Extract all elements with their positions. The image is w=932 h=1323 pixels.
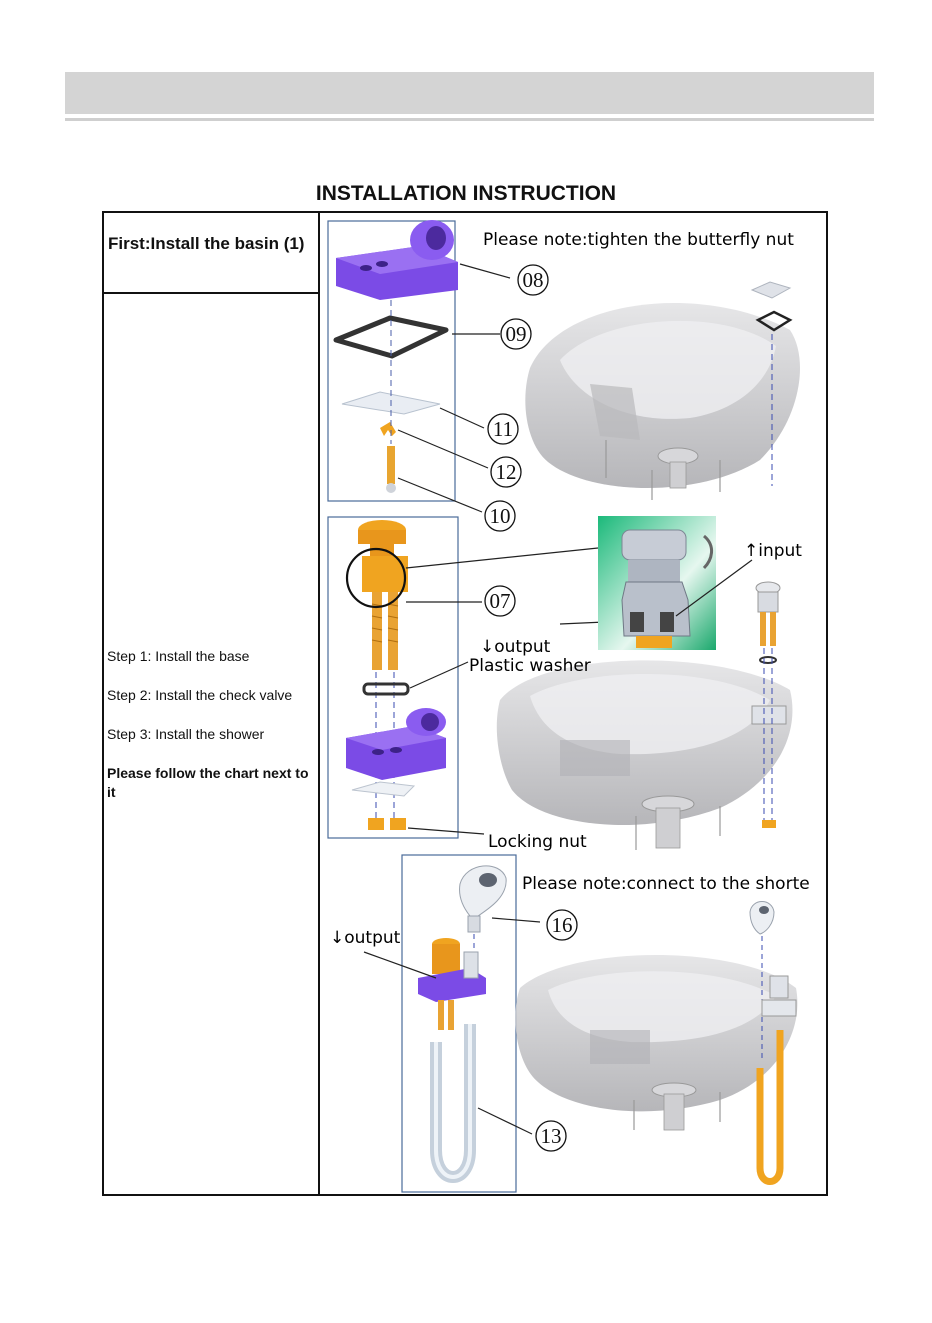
- basin-illustration-1: [525, 302, 800, 500]
- part-number-13: 13: [541, 1124, 562, 1148]
- output-label-top: ↓output: [480, 637, 551, 657]
- u-hose-part: [430, 1024, 476, 1183]
- left-header-cell: First:Install the basin (1): [104, 213, 318, 294]
- part-number-07: 07: [490, 589, 511, 613]
- side-assembly-2: [751, 581, 787, 828]
- section-3-frame: [401, 854, 517, 1193]
- instruction-table: First:Install the basin (1) Step 1: Inst…: [102, 211, 828, 1196]
- step-1: Step 1: Install the base: [107, 648, 250, 664]
- follow-chart-note: Please follow the chart next to it: [107, 765, 309, 800]
- note-tighten-butterfly-nut: Please note:tighten the butterfly nut: [483, 230, 794, 250]
- header-rule: [65, 118, 874, 121]
- part-number-10: 10: [490, 504, 511, 528]
- locking-nut-part: [368, 818, 384, 830]
- basin-illustration-2: [496, 660, 793, 850]
- detail-circle: [345, 547, 407, 609]
- purple-base-part-2: [346, 708, 446, 780]
- output-label-bottom: ↓output: [330, 928, 401, 948]
- locking-nut-label: Locking nut: [488, 832, 587, 852]
- side-assembly-3: [749, 901, 797, 1185]
- butterfly-nut-part: [380, 422, 396, 436]
- section-2-frame: [327, 516, 459, 839]
- part-number-12: 12: [496, 460, 517, 484]
- section-1-frame: [327, 220, 456, 502]
- purple-base-part: [336, 220, 458, 300]
- part-number-11: 11: [493, 417, 513, 441]
- plastic-washer-label: Plastic washer: [469, 656, 591, 676]
- note-connect-shorter: Please note:connect to the shorte: [522, 874, 810, 894]
- left-column: First:Install the basin (1) Step 1: Inst…: [104, 213, 320, 1194]
- plastic-washer-part: [362, 682, 410, 696]
- input-label: ↑input: [744, 541, 802, 561]
- steps-list: Step 1: Install the base Step 2: Install…: [107, 647, 312, 822]
- shower-head-part: [459, 865, 507, 933]
- part-number-08: 08: [523, 268, 544, 292]
- part-number-09: 09: [506, 322, 527, 346]
- valve-base-assembly: [418, 938, 486, 1030]
- header-bar: [65, 72, 874, 114]
- basin-illustration-3: [515, 955, 798, 1131]
- left-header-text: First:Install the basin (1): [108, 234, 305, 253]
- step-2: Step 2: Install the check valve: [107, 687, 293, 703]
- bolt-part: [387, 446, 395, 484]
- gasket-part: [333, 315, 449, 359]
- check-valve-detail-inset: [598, 516, 716, 650]
- page-title: INSTALLATION INSTRUCTION: [315, 182, 617, 205]
- part-number-16: 16: [552, 913, 573, 937]
- step-3: Step 3: Install the shower: [107, 726, 265, 742]
